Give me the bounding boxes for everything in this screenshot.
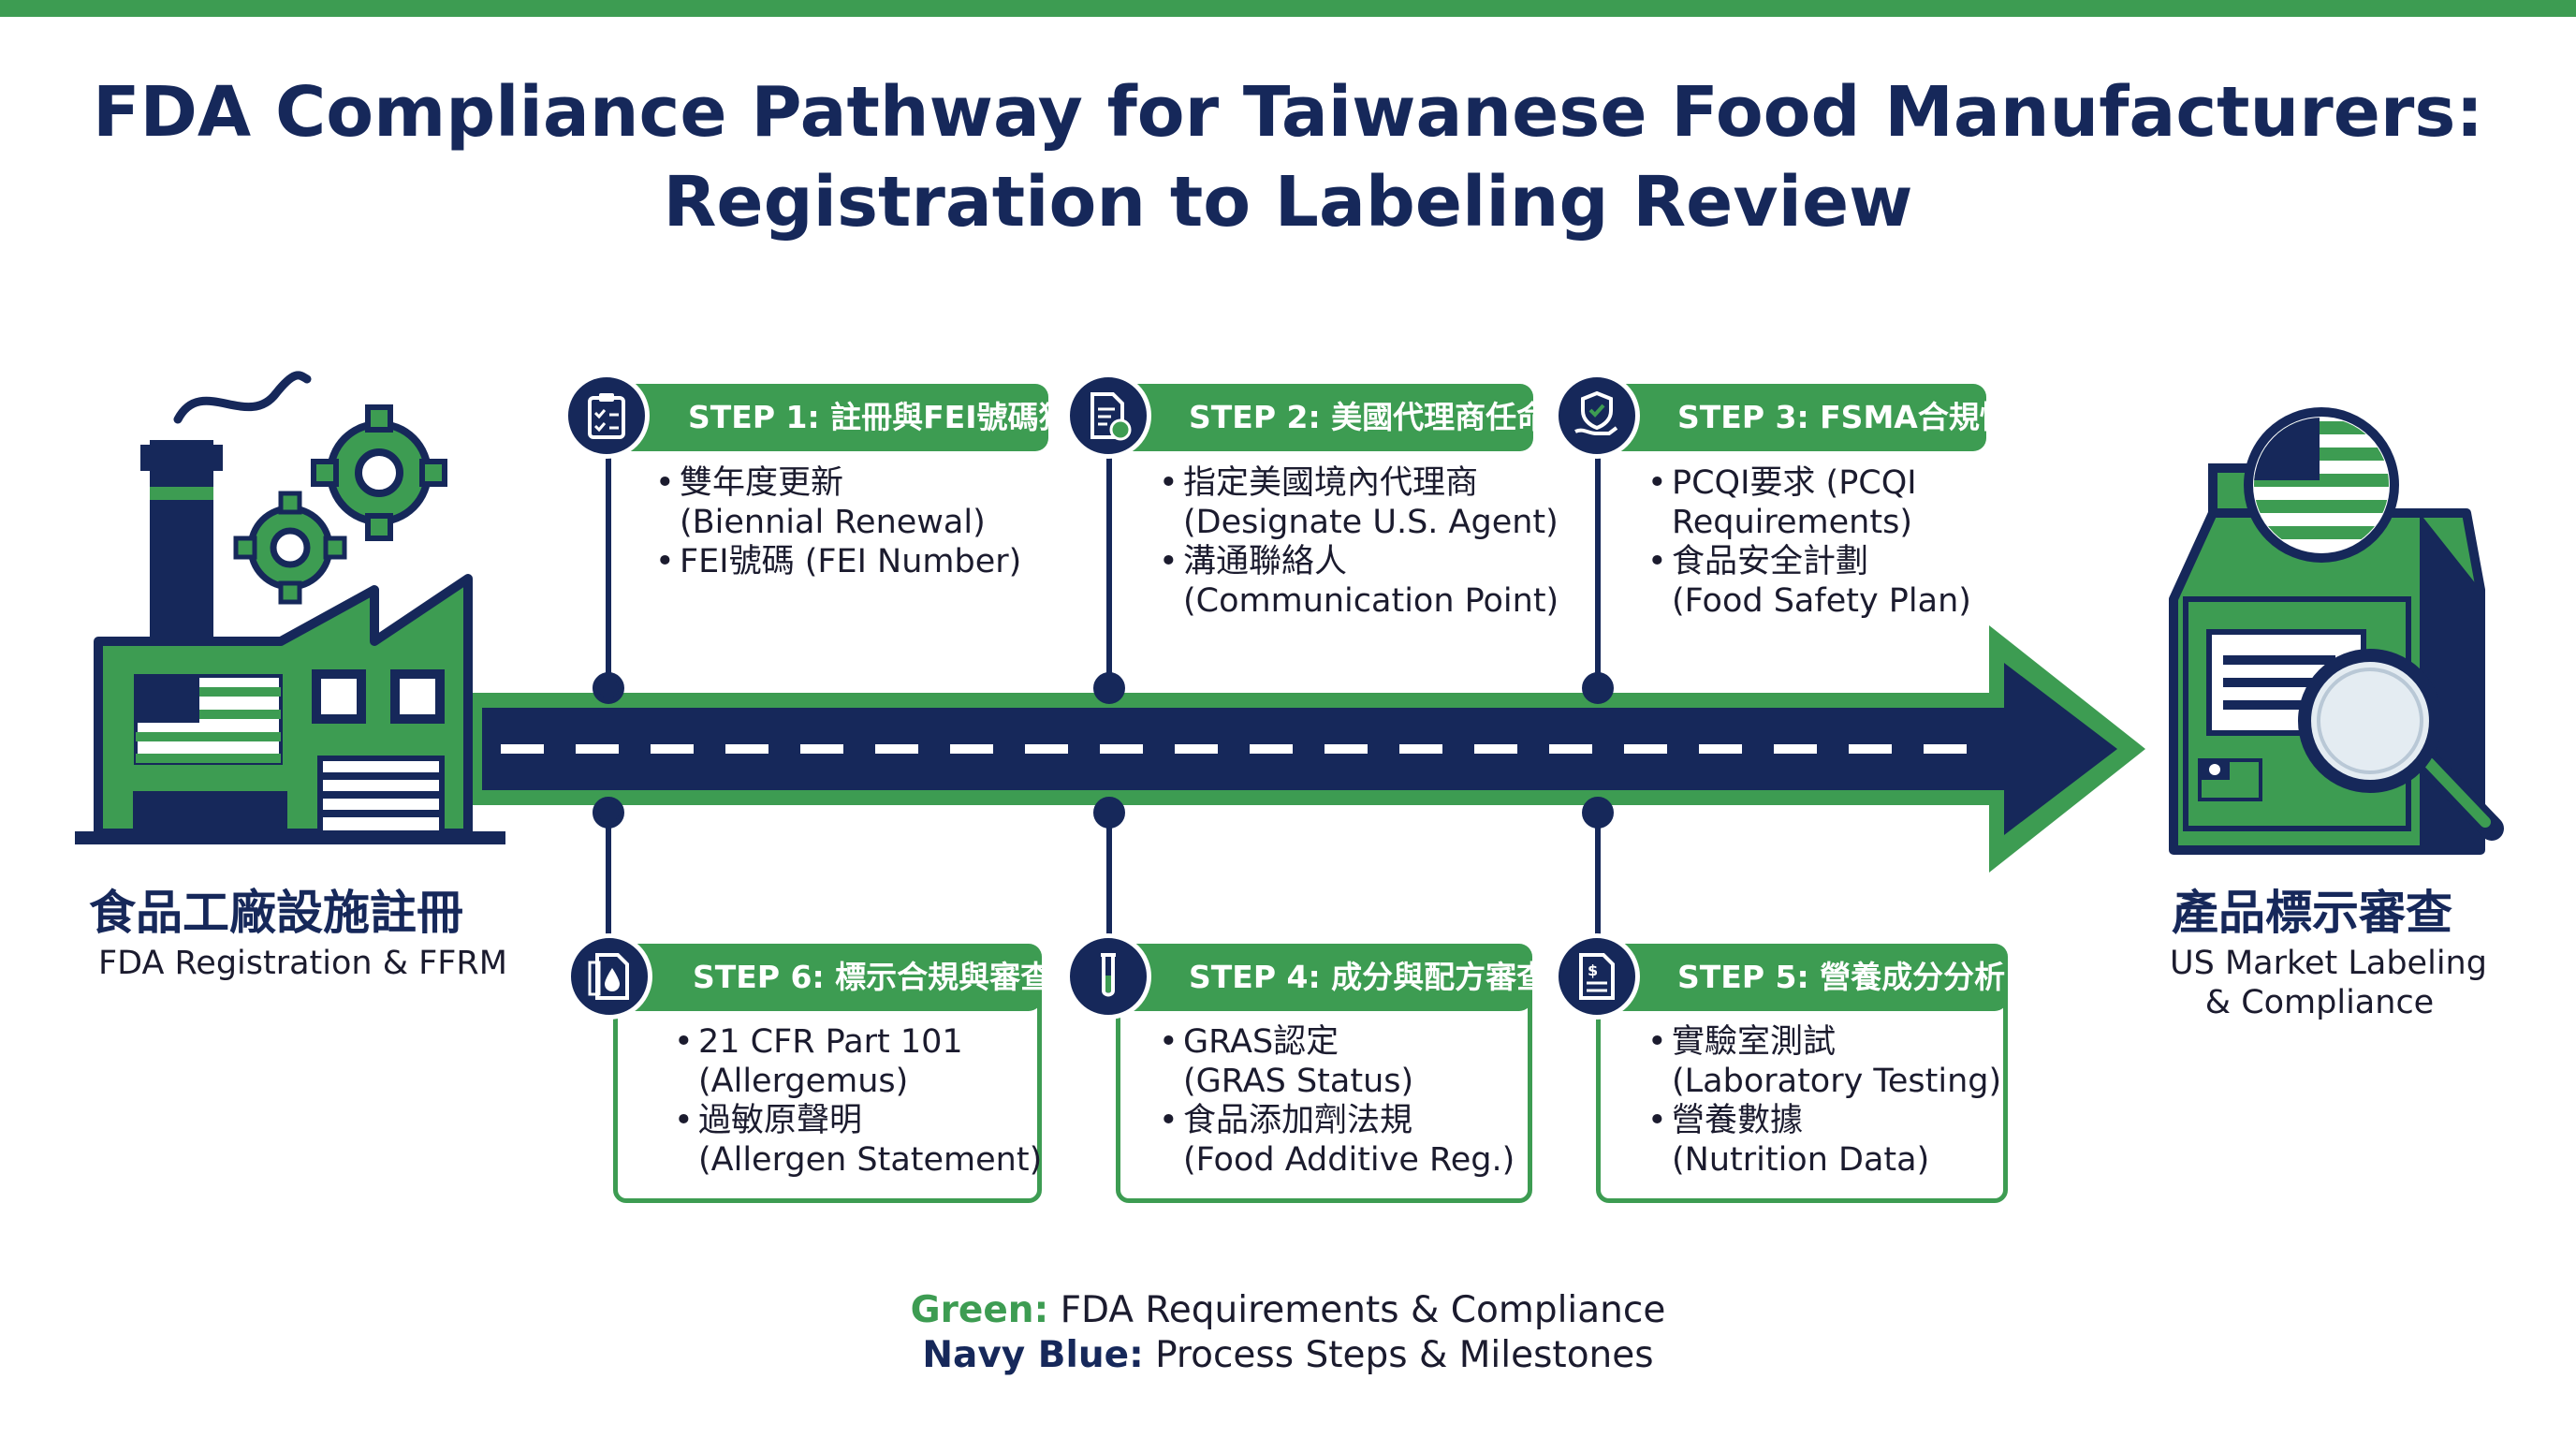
label-drop-icon [566, 933, 652, 1020]
shield-hand-icon [1554, 373, 1640, 459]
bullet-item: 食品添加劑法規 [1159, 1101, 1515, 1140]
bullet-item: 雙年度更新 [655, 463, 1021, 503]
garage-door [317, 756, 445, 836]
bullet-item: 指定美國境內代理商 [1159, 463, 1559, 503]
bullet-item: 溝通聯絡人 [1159, 542, 1559, 581]
gear-icon [311, 404, 447, 541]
step-2-bullets: 指定美國境內代理商 (Designate U.S. Agent) 溝通聯絡人 (… [1159, 463, 1559, 621]
end-node-subtitle: US Market Labeling & Compliance [2170, 944, 2487, 1022]
start-node-title: 食品工廠設施註冊 [89, 886, 463, 940]
end-node-subtitle-line-2: & Compliance [2204, 984, 2435, 1021]
title-line-2: Registration to Labeling Review [663, 162, 1913, 242]
bullet-translation: (GRAS Status) [1183, 1063, 1414, 1100]
step-4-label: STEP 4: 成分與配方審查 [1086, 944, 1547, 1011]
document-check-icon [1065, 373, 1151, 459]
legend-value: FDA Requirements & Compliance [1048, 1289, 1666, 1331]
bullet-translation: (Allergen Statement) [698, 1141, 1043, 1179]
step-1-label: STEP 1: 註冊與FEI號碼獲取 [585, 384, 1101, 451]
legend-key: Green: [910, 1289, 1049, 1331]
legend-value: Process Steps & Milestones [1143, 1334, 1654, 1376]
bullet-translation: (Biennial Renewal) [680, 504, 986, 541]
step-6-bullets: 21 CFR Part 101 (Allergemus) 過敏原聲明 (Alle… [674, 1022, 1042, 1180]
svg-text:$: $ [1588, 961, 1598, 979]
bullet-item: 過敏原聲明 [674, 1101, 1042, 1140]
page-title: FDA Compliance Pathway for Taiwanese Foo… [0, 67, 2576, 247]
step-3-label: STEP 3: FSMA合規性 [1574, 384, 2011, 451]
bullet-translation: (Designate U.S. Agent) [1183, 504, 1559, 541]
bullet-item: PCQI要求 (PCQI [1647, 463, 1971, 503]
bullet-item: FEI號碼 (FEI Number) [655, 542, 1021, 581]
bullet-item: GRAS認定 [1159, 1022, 1515, 1062]
start-node-subtitle: FDA Registration & FFRM [98, 945, 507, 982]
us-flag-circle-icon [2244, 407, 2399, 563]
bullet-translation: (Laboratory Testing) [1672, 1063, 2002, 1100]
title-line-1: FDA Compliance Pathway for Taiwanese Foo… [92, 72, 2484, 153]
step-5-label: STEP 5: 營養成分分析 [1574, 944, 2008, 1011]
step-3-bullets: PCQI要求 (PCQI Requirements) 食品安全計劃 (Food … [1647, 463, 1971, 621]
top-accent-bar [0, 0, 2576, 17]
bullet-item: 食品安全計劃 [1647, 542, 1971, 581]
bullet-item: 營養數據 [1647, 1101, 2001, 1140]
clipboard-checklist-icon [564, 373, 650, 459]
step-2-label: STEP 2: 美國代理商任命 [1086, 384, 1547, 451]
product-label-inspection-icon [2169, 407, 2504, 855]
test-tube-icon [1065, 933, 1151, 1020]
bullet-item: 21 CFR Part 101 [674, 1022, 1042, 1062]
nutrition-document-icon: $ [1554, 933, 1640, 1020]
magnifier-icon [2298, 649, 2504, 841]
bullet-translation: (Allergemus) [698, 1063, 909, 1100]
step-4-bullets: GRAS認定 (GRAS Status) 食品添加劑法規 (Food Addit… [1159, 1022, 1515, 1180]
bullet-translation: (Food Safety Plan) [1672, 582, 1971, 620]
bullet-translation: (Nutrition Data) [1672, 1141, 1930, 1179]
legend-item-green: Green: FDA Requirements & Compliance [0, 1288, 2576, 1333]
step-connectors [593, 440, 1614, 978]
bullet-translation: Requirements) [1672, 504, 1912, 541]
bullet-item: 實驗室測試 [1647, 1022, 2001, 1062]
step-1-bullets: 雙年度更新 (Biennial Renewal) FEI號碼 (FEI Numb… [655, 463, 1021, 581]
step-6-label: STEP 6: 標示合規與審查 [590, 944, 1051, 1011]
road-arrow [473, 625, 2145, 873]
legend-key: Navy Blue: [922, 1334, 1144, 1376]
end-node-title: 產品標示審查 [2172, 886, 2452, 940]
gear-icon [233, 491, 347, 605]
legend-item-navy: Navy Blue: Process Steps & Milestones [0, 1333, 2576, 1378]
bullet-translation: (Food Additive Reg.) [1183, 1141, 1515, 1179]
end-node-subtitle-line-1: US Market Labeling [2170, 945, 2487, 982]
factory-icon [75, 371, 505, 844]
us-flag-icon [134, 674, 283, 765]
bullet-translation: (Communication Point) [1183, 582, 1559, 620]
taiwan-flag-icon [2198, 758, 2262, 801]
step-5-bullets: 實驗室測試 (Laboratory Testing) 營養數據 (Nutriti… [1647, 1022, 2001, 1180]
